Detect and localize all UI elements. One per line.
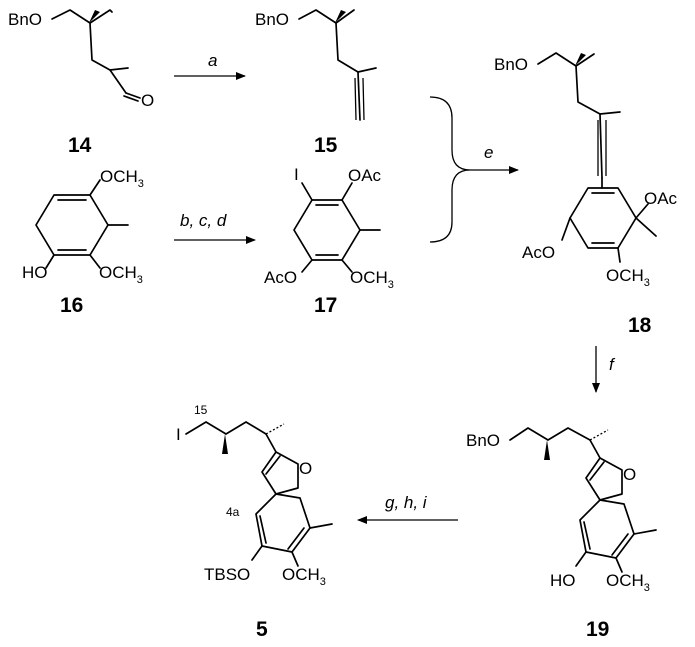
atom-label-bno: BnO xyxy=(255,10,289,29)
atom-label-i: I xyxy=(176,425,181,444)
atom-label-i: I xyxy=(294,165,299,184)
atom-label-o: O xyxy=(623,465,636,484)
atom-label-oac: OAc xyxy=(348,166,382,185)
atom-label-tbso: TBSO xyxy=(204,565,250,584)
atom-label-o: O xyxy=(141,91,154,110)
compound-19: BnO O OCH3 HO 19 xyxy=(466,427,657,641)
compound-number-18: 18 xyxy=(628,314,652,337)
compound-number-16: 16 xyxy=(60,294,83,317)
arrow-bcd: b, c, d xyxy=(174,211,256,244)
atom-label-o: O xyxy=(299,459,312,478)
reagent-a: a xyxy=(208,51,217,70)
compound-16: OCH3 OCH3 HO 16 xyxy=(22,167,144,317)
compound-number-14: 14 xyxy=(68,134,92,157)
atom-label-ho: HO xyxy=(550,571,576,590)
atom-label-ho: HO xyxy=(22,263,48,282)
atom-label-bno: BnO xyxy=(8,10,42,29)
reagent-ghi: g, h, i xyxy=(385,493,428,512)
compound-18: BnO OAc OCH3 AcO 18 xyxy=(494,52,678,337)
compound-15: BnO 15 xyxy=(255,9,377,157)
arrow-e: e xyxy=(429,96,519,243)
compound-17: I OAc OCH3 AcO 17 xyxy=(264,165,394,317)
atom-label-och3: OCH3 xyxy=(606,266,650,289)
compound-5: I 15 O 4a OCH3 TBSO 5 xyxy=(176,403,333,641)
compound-number-15: 15 xyxy=(314,134,338,157)
atom-label-bno: BnO xyxy=(494,55,528,74)
position-15-label: 15 xyxy=(194,403,208,417)
atom-label-och3: OCH3 xyxy=(606,571,650,594)
arrow-ghi: g, h, i xyxy=(357,493,458,524)
reagent-f: f xyxy=(609,355,616,374)
compound-14: BnO O 14 xyxy=(8,9,154,157)
arrow-a: a xyxy=(174,51,246,80)
atom-label-aco: AcO xyxy=(264,268,297,287)
compound-number-17: 17 xyxy=(314,294,337,317)
arrow-f: f xyxy=(592,346,616,393)
atom-label-bno: BnO xyxy=(466,431,500,450)
atom-label-och3: OCH3 xyxy=(282,565,326,588)
atom-label-och3: OCH3 xyxy=(100,167,144,190)
reagent-e: e xyxy=(484,143,493,162)
compound-number-5: 5 xyxy=(256,618,268,641)
atom-label-och3: OCH3 xyxy=(350,268,394,291)
atom-label-oac: OAc xyxy=(644,189,678,208)
position-4a-label: 4a xyxy=(226,505,240,519)
compound-number-19: 19 xyxy=(586,618,609,641)
atom-label-och3: OCH3 xyxy=(99,263,143,286)
reagent-bcd: b, c, d xyxy=(180,211,227,230)
atom-label-aco: AcO xyxy=(522,243,555,262)
